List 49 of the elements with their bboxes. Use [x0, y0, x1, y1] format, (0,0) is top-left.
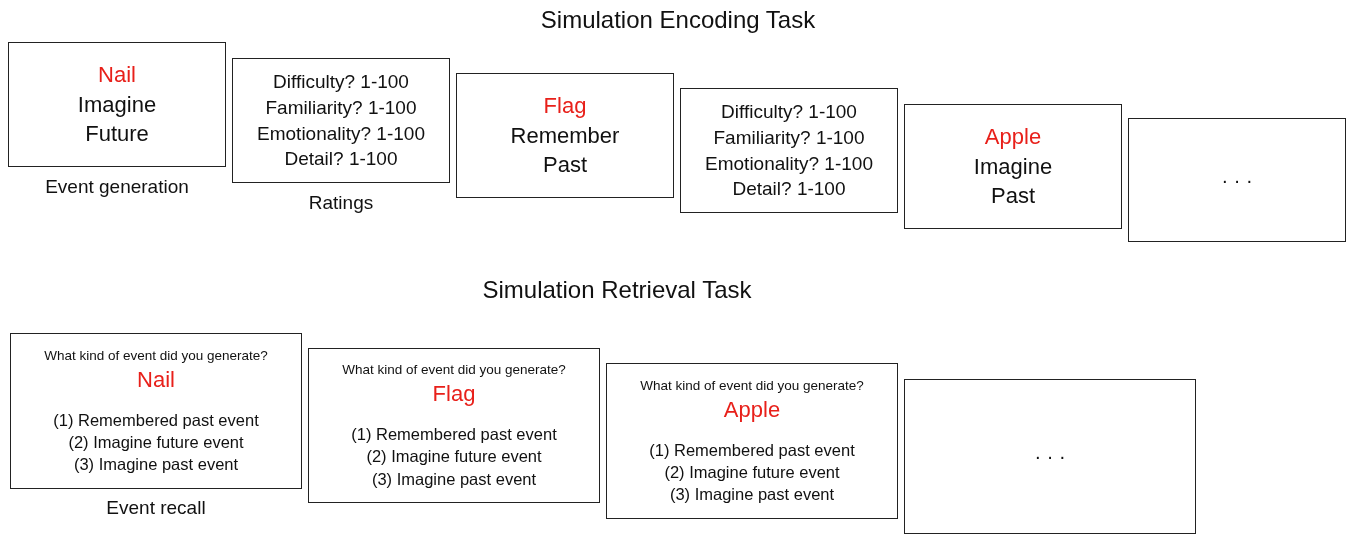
ellipsis-text: · · ·: [1034, 444, 1066, 469]
slide-card: [232, 58, 450, 183]
rating-question: Emotionality? 1-100: [705, 151, 873, 176]
rating-question: Difficulty? 1-100: [721, 100, 857, 125]
rating-question: Difficulty? 1-100: [273, 70, 409, 95]
slide-card: [680, 88, 898, 213]
cue-word: Apple: [984, 122, 1042, 151]
cue-word: Flag: [432, 380, 476, 409]
question-text: What kind of event did you generate?: [342, 361, 566, 380]
rating-question: Emotionality? 1-100: [257, 121, 425, 146]
slide-card: [456, 73, 674, 198]
section-title: Simulation Retrieval Task: [482, 276, 752, 304]
instruction-text: Future: [85, 120, 149, 149]
answer-option: (3) Imagine past event: [669, 483, 835, 506]
answer-option: (1) Remembered past event: [351, 423, 557, 446]
question-text: What kind of event did you generate?: [640, 376, 864, 395]
answer-option: (1) Remembered past event: [53, 408, 259, 431]
instruction-text: Remember: [510, 121, 620, 150]
answer-option: (2) Imagine future event: [68, 430, 244, 454]
cue-word: Nail: [98, 60, 136, 89]
slide-card: [1128, 118, 1346, 242]
step-caption: Event generation: [45, 176, 189, 198]
answer-option: (2) Imagine future event: [664, 460, 840, 484]
answer-option: (3) Imagine past event: [371, 467, 537, 490]
rating-question: Familiarity? 1-100: [265, 95, 417, 120]
step-caption: Ratings: [308, 192, 374, 214]
rating-question: Detail? 1-100: [732, 177, 846, 202]
answer-option: (3) Imagine past event: [73, 453, 239, 476]
slide-card: [8, 42, 226, 167]
rating-question: Detail? 1-100: [284, 147, 398, 172]
instruction-text: Past: [543, 151, 587, 180]
section-title: Simulation Encoding Task: [540, 6, 816, 34]
slide-card: [606, 363, 898, 519]
instruction-text: Imagine: [973, 152, 1053, 181]
ellipsis-text: · · ·: [1221, 167, 1253, 193]
cue-word: Flag: [543, 91, 587, 120]
cue-word: Nail: [137, 365, 175, 394]
instruction-text: Past: [991, 182, 1035, 211]
cue-word: Apple: [723, 395, 781, 424]
instruction-text: Imagine: [77, 90, 157, 119]
answer-option: (2) Imagine future event: [366, 445, 542, 468]
rating-question: Familiarity? 1-100: [713, 125, 865, 150]
slide-card: [10, 333, 302, 489]
answer-option: (1) Remembered past event: [649, 438, 855, 461]
slide-card: [904, 104, 1122, 229]
step-caption: Event recall: [106, 497, 206, 519]
slide-card: [308, 348, 600, 503]
question-text: What kind of event did you generate?: [44, 346, 268, 365]
slide-card: [904, 379, 1196, 534]
